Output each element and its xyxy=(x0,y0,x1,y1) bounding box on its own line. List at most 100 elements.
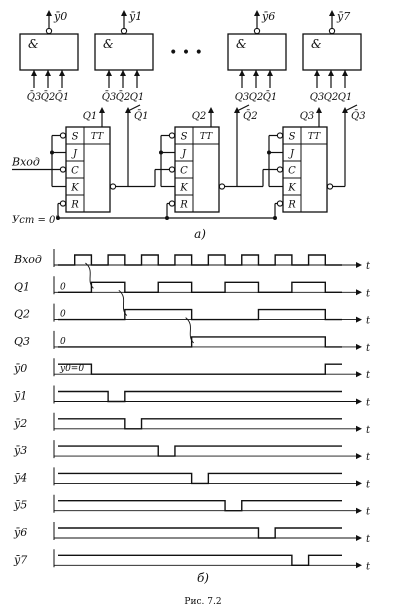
junction-dot xyxy=(273,216,277,220)
waveform xyxy=(58,363,342,375)
propagation-arc xyxy=(185,317,194,344)
waveform xyxy=(58,500,342,512)
input-arrow xyxy=(120,70,126,76)
qbar-out xyxy=(344,104,358,112)
gate-input-label: Q̄2 xyxy=(116,91,131,103)
time-axis-label: t xyxy=(366,370,371,381)
gate-output-label: ȳ7 xyxy=(336,10,350,23)
reset-bubble xyxy=(276,200,284,207)
time-axis-label: t xyxy=(366,288,371,299)
and-gate xyxy=(19,33,79,71)
qbar-arrow xyxy=(342,107,348,113)
time-arrow xyxy=(356,535,362,541)
gate-input-label: Q̄1 xyxy=(263,91,278,103)
inverter-bubble xyxy=(328,27,336,35)
ff-pin-label: K xyxy=(70,183,79,194)
waveform xyxy=(58,254,342,266)
waveform xyxy=(58,527,342,539)
gate-input-label: Q̄3 xyxy=(27,91,42,103)
output-arrow xyxy=(254,10,260,16)
ff-pin-label: S xyxy=(181,132,188,143)
gate-input-label: Q̄2 xyxy=(41,91,56,103)
gate-output-label: ȳ6 xyxy=(261,10,275,23)
clock-bubble xyxy=(59,166,67,173)
time-axis-label: t xyxy=(366,534,371,545)
time-arrow xyxy=(356,562,362,569)
and-gate xyxy=(94,33,154,71)
jk-flipflop xyxy=(65,126,111,213)
qbar-bubble xyxy=(109,183,117,190)
time-axis-label: t xyxy=(366,343,371,354)
signal-name: ȳ0 xyxy=(13,362,27,375)
q-label: Q2 xyxy=(192,111,207,122)
junction-dot xyxy=(159,150,163,155)
time-axis-label: t xyxy=(366,425,371,436)
jk-flipflop xyxy=(282,126,328,213)
gate-output-label: ȳ0 xyxy=(53,10,67,23)
reset-bubble xyxy=(168,200,176,207)
subfigure-b-label: б) xyxy=(197,571,209,585)
time-arrow xyxy=(356,453,362,460)
time-arrow xyxy=(356,316,362,323)
ff-pin-label: K xyxy=(179,183,188,194)
signal-name: Вход xyxy=(13,253,42,266)
gate-input-label: Q1 xyxy=(130,92,145,103)
jk-flipflop xyxy=(174,126,220,213)
input-arrow xyxy=(328,70,334,76)
waveform xyxy=(58,445,342,457)
waveform xyxy=(58,390,342,403)
input-arrow xyxy=(134,70,140,76)
signal-name: Q3 xyxy=(14,335,30,348)
time-arrow xyxy=(356,371,362,378)
ff-pin-label: C xyxy=(71,166,79,177)
gate-ellipsis: • • • xyxy=(169,45,203,61)
q-arrow xyxy=(316,107,322,113)
junction-dot xyxy=(165,216,169,220)
input-arrow xyxy=(342,70,348,76)
ff-pin-label: S xyxy=(289,132,296,143)
junction-dot xyxy=(50,150,54,155)
input-label: Вход xyxy=(11,156,40,169)
ff-pin-label: K xyxy=(287,183,296,194)
ff-pin-label: R xyxy=(179,200,188,211)
qbar-out xyxy=(127,104,141,112)
set-bubble xyxy=(168,132,176,139)
gate-input-label: Q̄3 xyxy=(102,91,117,103)
junction-dot xyxy=(267,150,271,155)
gate-input-label: Q2 xyxy=(324,92,339,103)
signal-name: ȳ6 xyxy=(13,526,27,539)
time-arrow xyxy=(356,289,362,296)
and-gate xyxy=(227,33,287,71)
signal-name: ȳ2 xyxy=(13,417,27,430)
output-arrow xyxy=(46,10,52,16)
time-arrow xyxy=(356,262,362,268)
qbar-bubble xyxy=(218,183,226,190)
input-arrow xyxy=(45,70,51,76)
reset-label: Уст = 0" xyxy=(12,215,60,226)
initial-state: ȳ0=0 xyxy=(59,364,84,374)
time-axis-label: t xyxy=(366,479,371,490)
ff-pin-label: R xyxy=(70,200,79,211)
initial-state: 0 xyxy=(60,282,66,292)
signal-name: ȳ5 xyxy=(13,499,27,512)
q-arrow xyxy=(208,107,214,113)
time-axis-label: t xyxy=(366,261,371,272)
output-arrow xyxy=(329,10,335,16)
clock-bubble xyxy=(168,166,176,173)
input-arrow xyxy=(106,70,112,76)
qbar-label: Q̄3 xyxy=(351,110,366,122)
input-arrow xyxy=(253,70,259,76)
waveform xyxy=(58,336,342,348)
ff-pin-label: R xyxy=(287,200,296,211)
set-bubble xyxy=(276,132,284,139)
output-arrow xyxy=(121,10,127,16)
qbar-arrow xyxy=(125,107,131,113)
signal-name: Q2 xyxy=(14,308,30,321)
signal-name: Q1 xyxy=(14,280,30,293)
time-axis-label: t xyxy=(366,561,371,572)
ff-pin-label: S xyxy=(72,132,79,143)
time-axis-label: t xyxy=(366,452,371,463)
q-label: Q3 xyxy=(300,111,315,122)
waveform xyxy=(58,472,342,485)
